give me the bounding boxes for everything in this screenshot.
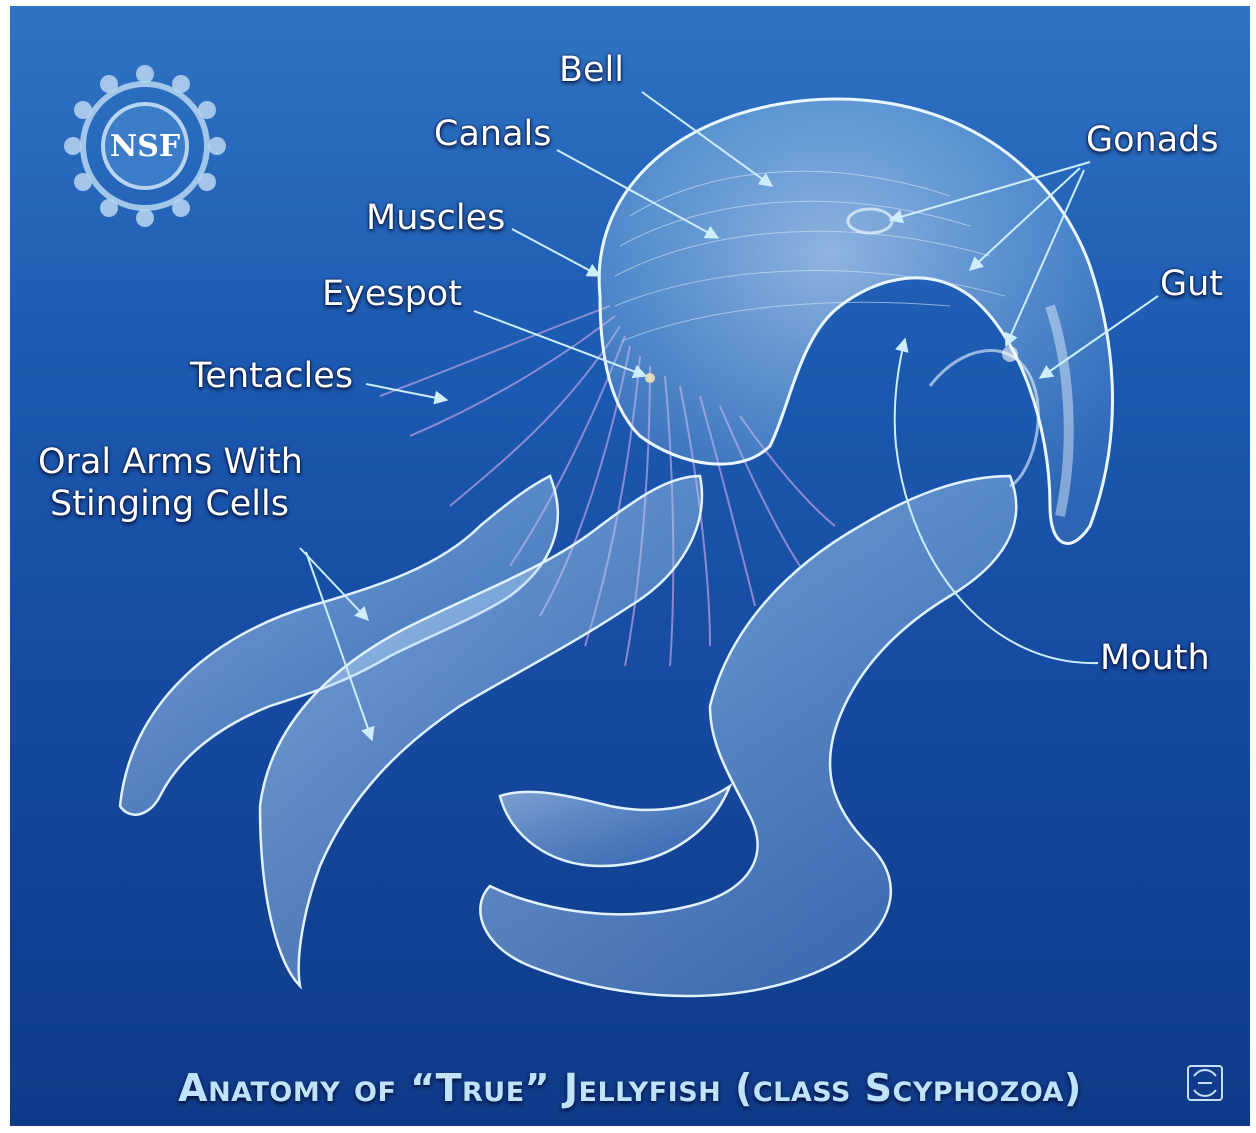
nsf-logo-text: NSF xyxy=(110,129,180,164)
label-mouth: Mouth xyxy=(1100,638,1210,678)
oral-arms-shape xyxy=(120,476,1016,996)
label-eyespot: Eyespot xyxy=(322,274,462,314)
jellyfish-illustration: NSF xyxy=(10,6,1250,1126)
label-oral-arms-line1: Oral Arms With xyxy=(38,442,303,482)
label-gonads: Gonads xyxy=(1086,120,1219,160)
label-gut: Gut xyxy=(1160,264,1223,304)
label-tentacles: Tentacles xyxy=(190,356,353,396)
nsf-logo: NSF xyxy=(64,65,226,227)
label-oral-arms-line2: Stinging Cells xyxy=(50,484,289,524)
bell-shape xyxy=(599,99,1112,543)
muscles-pointer xyxy=(512,229,600,276)
label-muscles: Muscles xyxy=(366,198,505,238)
label-bell: Bell xyxy=(559,50,624,90)
label-canals: Canals xyxy=(434,114,551,154)
figure-title: Anatomy of “True” Jellyfish (class Scyph… xyxy=(10,1066,1250,1110)
illustration-frame: NSF xyxy=(10,6,1250,1126)
